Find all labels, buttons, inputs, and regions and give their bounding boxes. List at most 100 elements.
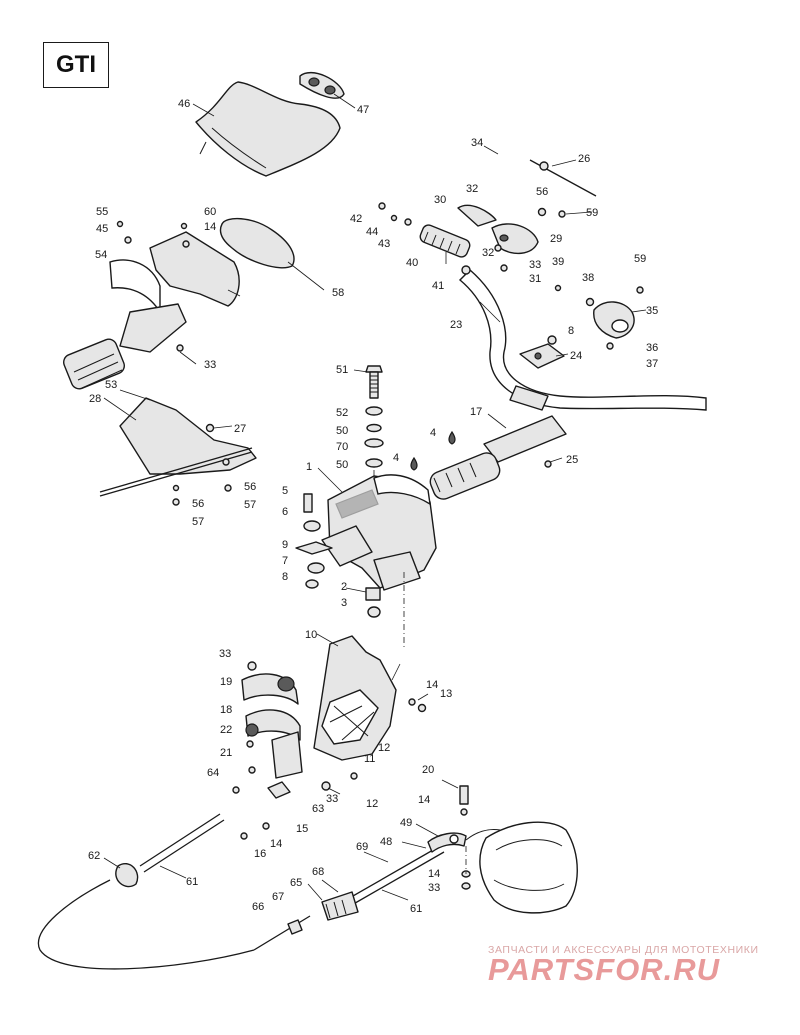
callout-33e: 33 (428, 882, 440, 894)
riser-block-24 (519, 343, 565, 369)
callout-14b: 14 (426, 679, 438, 691)
watermark-tagline: ЗАПЧАСТИ И АКСЕССУАРЫ ДЛЯ МОТОТЕХНИКИ (488, 944, 759, 956)
callout-56: 56 (536, 186, 548, 198)
callout-7: 7 (282, 555, 288, 567)
emblem-47 (299, 71, 345, 99)
callout-50b: 50 (336, 459, 348, 471)
callout-4b: 4 (393, 452, 399, 464)
hardware-fasteners (116, 202, 644, 890)
callout-10: 10 (305, 629, 317, 641)
callout-leaders (103, 93, 647, 901)
callout-57b: 57 (192, 516, 204, 528)
callout-1: 1 (306, 461, 312, 473)
callout-46: 46 (178, 98, 190, 110)
callout-5: 5 (282, 485, 288, 497)
lever-48-49 (427, 832, 467, 853)
callout-8: 8 (568, 325, 574, 337)
callout-55: 55 (96, 206, 108, 218)
callout-11: 11 (364, 753, 375, 765)
callout-51: 51 (336, 364, 348, 376)
callout-14d: 14 (270, 838, 282, 850)
callout-6: 6 (282, 506, 288, 518)
callout-33c: 33 (219, 648, 231, 660)
callout-56c: 56 (192, 498, 204, 510)
callout-47: 47 (357, 104, 369, 116)
callout-30: 30 (434, 194, 446, 206)
callout-61b: 61 (410, 903, 422, 915)
callout-48: 48 (380, 836, 392, 848)
callout-49: 49 (400, 817, 412, 829)
callout-62: 62 (88, 850, 100, 862)
callout-26: 26 (578, 153, 590, 165)
callout-13: 13 (440, 688, 452, 700)
assembly-guide-lines (373, 470, 405, 650)
callout-69: 69 (356, 841, 368, 853)
callout-31: 31 (529, 273, 541, 285)
callout-16: 16 (254, 848, 266, 860)
callout-59: 59 (586, 207, 598, 219)
callout-28: 28 (89, 393, 101, 405)
callout-14c: 14 (418, 794, 430, 806)
callout-32b: 32 (482, 247, 494, 259)
handlebar-housing-left (63, 231, 240, 390)
callout-29: 29 (550, 233, 562, 245)
callout-37: 37 (646, 358, 658, 370)
callout-27: 27 (234, 423, 246, 435)
callout-43: 43 (378, 238, 390, 250)
callout-14: 14 (204, 221, 216, 233)
callout-17: 17 (470, 406, 482, 418)
callout-2: 2 (341, 581, 347, 593)
cable-69-right (253, 845, 445, 951)
callout-42: 42 (350, 213, 362, 225)
callout-20: 20 (422, 764, 434, 776)
callout-33b: 33 (204, 359, 216, 371)
callout-12b: 12 (366, 798, 378, 810)
callout-38: 38 (582, 272, 594, 284)
callout-36: 36 (646, 342, 658, 354)
callout-40: 40 (406, 257, 418, 269)
callout-19: 19 (220, 676, 232, 688)
cable-61-left (37, 813, 255, 970)
callout-65: 65 (290, 877, 302, 889)
callout-15: 15 (296, 823, 308, 835)
nozzle-housing (465, 821, 578, 914)
callout-3: 3 (341, 597, 347, 609)
callout-numbers: 46 47 34 26 32 56 30 59 55 60 45 14 42 4… (88, 98, 658, 915)
callout-25: 25 (566, 454, 578, 466)
callout-32: 32 (466, 183, 478, 195)
callout-60: 60 (204, 206, 216, 218)
callout-59b: 59 (634, 253, 646, 265)
callout-8b: 8 (282, 571, 288, 583)
callout-57: 57 (244, 499, 256, 511)
callout-61: 61 (186, 876, 198, 888)
callout-34: 34 (471, 137, 483, 149)
callout-63: 63 (312, 803, 324, 815)
callout-68: 68 (312, 866, 324, 878)
grip-40 (419, 224, 471, 258)
callout-23: 23 (450, 319, 462, 331)
callout-56b: 56 (244, 481, 256, 493)
callout-21: 21 (220, 747, 232, 759)
callout-22: 22 (220, 724, 232, 736)
callout-39: 39 (552, 256, 564, 268)
handlebar-cover-46 (195, 81, 341, 177)
callout-44: 44 (366, 226, 378, 238)
callout-45: 45 (96, 223, 108, 235)
callout-35: 35 (646, 305, 658, 317)
steering-plate-10 (313, 635, 397, 761)
callout-9: 9 (282, 539, 288, 551)
callout-14e: 14 (428, 868, 440, 880)
model-label: GTI (43, 42, 109, 88)
washers-50-52-70 (364, 406, 384, 468)
callout-52: 52 (336, 407, 348, 419)
bracket-28 (99, 397, 257, 497)
callout-54: 54 (95, 249, 107, 261)
callout-24: 24 (570, 350, 582, 362)
callout-18: 18 (220, 704, 232, 716)
callout-4: 4 (430, 427, 436, 439)
callout-70: 70 (336, 441, 348, 453)
bolt-51 (365, 365, 383, 399)
switch-housing-35 (593, 301, 635, 339)
throttle-housing-29-30 (457, 204, 539, 255)
